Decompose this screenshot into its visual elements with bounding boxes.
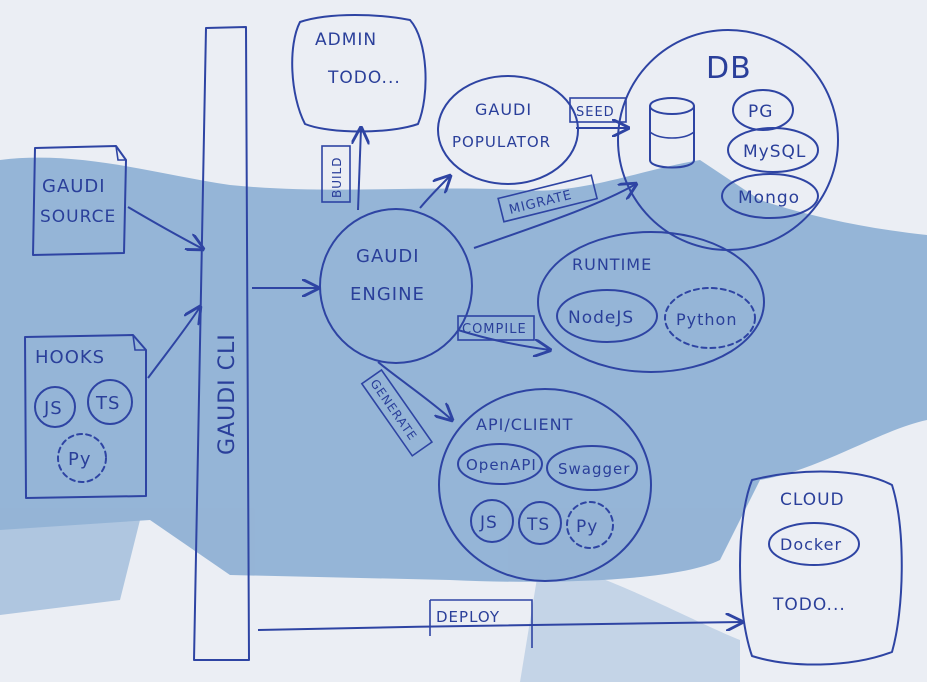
- cli-bar: GAUDI CLI: [193, 26, 250, 661]
- cli-label: GAUDI CLI: [215, 333, 240, 455]
- edge-engine-admin: [358, 128, 361, 211]
- db-item-mysql: MySQL: [743, 142, 806, 162]
- edge-source-cli: [127, 206, 203, 249]
- runtime-node: RUNTIME NodeJS Python: [537, 231, 765, 373]
- cloud-todo: TODO...: [772, 595, 846, 615]
- deploy-label-box: DEPLOY: [429, 599, 533, 648]
- api-lang-py: Py: [576, 517, 598, 537]
- edge-hooks-cli: [147, 307, 200, 379]
- edge-deploy-label: DEPLOY: [436, 608, 500, 626]
- populator-label-line2: POPULATOR: [452, 133, 551, 151]
- api-ts-bubble: [518, 501, 562, 545]
- compile-label-box: COMPILE: [457, 315, 535, 341]
- populator-label-line1: GAUDI: [475, 100, 532, 119]
- hooks-item-js: JS: [43, 398, 63, 419]
- build-label-box: BUILD: [321, 145, 351, 203]
- edge-engine-populator: [419, 176, 450, 209]
- populator-node: GAUDI POPULATOR: [437, 75, 579, 185]
- edge-engine-api: [377, 361, 452, 420]
- api-lang-ts: TS: [526, 515, 550, 535]
- source-label-line2: SOURCE: [40, 207, 116, 227]
- api-js-bubble: [470, 499, 514, 543]
- cloud-docker-bubble: [768, 522, 860, 566]
- api-swagger-bubble: [546, 445, 638, 491]
- api-openapi-bubble: [457, 443, 543, 485]
- hooks-ts-bubble: [87, 379, 133, 425]
- db-title: DB: [706, 51, 752, 86]
- edge-engine-runtime: [457, 329, 550, 350]
- api-spec-openapi: OpenAPI: [466, 456, 537, 474]
- hooks-item-ts: TS: [95, 393, 120, 414]
- edge-cli-cloud: [257, 622, 742, 630]
- api-py-bubble: [566, 501, 614, 549]
- db-item-pg: PG: [748, 102, 773, 122]
- edge-compile-label: COMPILE: [462, 322, 527, 337]
- hooks-item-py: Py: [68, 449, 92, 470]
- hooks-node: HOOKS JS TS Py: [24, 334, 147, 499]
- cloud-item-docker: Docker: [780, 535, 842, 554]
- engine-label-line2: ENGINE: [350, 284, 425, 305]
- runtime-item-python: Python: [676, 310, 737, 329]
- edge-build-label: BUILD: [330, 157, 344, 198]
- api-spec-swagger: Swagger: [558, 460, 630, 478]
- api-lang-js: JS: [479, 513, 498, 533]
- db-mysql-bubble: [727, 127, 819, 173]
- db-item-mongo: Mongo: [738, 188, 800, 208]
- hooks-js-bubble: [34, 386, 76, 428]
- admin-subtitle: TODO...: [327, 68, 401, 88]
- api-client-node: API/CLIENT OpenAPI Swagger JS TS Py: [438, 388, 652, 582]
- runtime-node-bubble: [556, 289, 658, 343]
- paper-shadow: [0, 157, 927, 682]
- cloud-title: CLOUD: [780, 490, 845, 510]
- runtime-python-bubble: [664, 287, 756, 349]
- cloud-node: CLOUD Docker TODO...: [739, 470, 903, 666]
- seed-label-box: SEED: [569, 97, 627, 123]
- runtime-title: RUNTIME: [572, 255, 652, 274]
- engine-node: GAUDI ENGINE: [319, 208, 473, 364]
- source-label-line1: GAUDI: [42, 176, 106, 197]
- source-node: GAUDI SOURCE: [32, 145, 127, 256]
- engine-label-line1: GAUDI: [356, 246, 420, 267]
- hooks-title: HOOKS: [35, 347, 105, 368]
- runtime-item-nodejs: NodeJS: [568, 308, 634, 328]
- db-pg-bubble: [732, 89, 794, 131]
- edge-engine-db: [473, 184, 636, 249]
- edge-seed-label: SEED: [576, 105, 615, 120]
- api-client-title: API/CLIENT: [476, 415, 573, 434]
- admin-title: ADMIN: [315, 30, 377, 50]
- hooks-py-bubble: [57, 433, 107, 483]
- database-icon: [649, 97, 695, 169]
- admin-node: ADMIN TODO...: [291, 14, 427, 133]
- db-mongo-bubble: [721, 173, 819, 219]
